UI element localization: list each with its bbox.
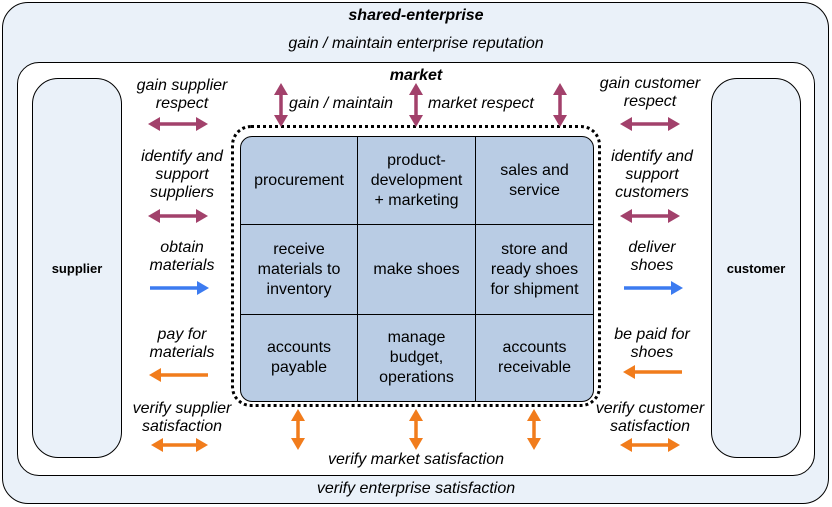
enterprise-bottom-goal: verify enterprise satisfaction [316, 480, 516, 497]
market-top-goal-right: market respect [428, 95, 534, 112]
function-cell: product- development + marketing [358, 137, 476, 225]
functions-grid: procurement product- development + marke… [240, 136, 594, 402]
function-cell: sales and service [476, 137, 593, 225]
function-cell: manage budget, operations [358, 315, 476, 401]
customer-box: customer [711, 78, 801, 458]
market-bottom-goal: verify market satisfaction [327, 451, 505, 468]
enterprise-title: shared-enterprise [348, 7, 484, 24]
customer-label: customer [726, 260, 786, 276]
market-top-goal-left: gain / maintain [289, 95, 394, 112]
function-cell: make shoes [358, 225, 476, 315]
function-cell: accounts payable [241, 315, 358, 401]
function-cell: accounts receivable [498, 339, 571, 376]
enterprise-top-goal: gain / maintain enterprise reputation [288, 35, 544, 52]
function-cell: procurement [241, 137, 358, 225]
supplier-box: supplier [32, 78, 122, 458]
function-cell: store and ready shoes for shipment [476, 225, 593, 315]
function-cell: receive materials to inventory [241, 225, 358, 315]
market-title: market [389, 67, 443, 84]
supplier-label: supplier [51, 260, 103, 276]
